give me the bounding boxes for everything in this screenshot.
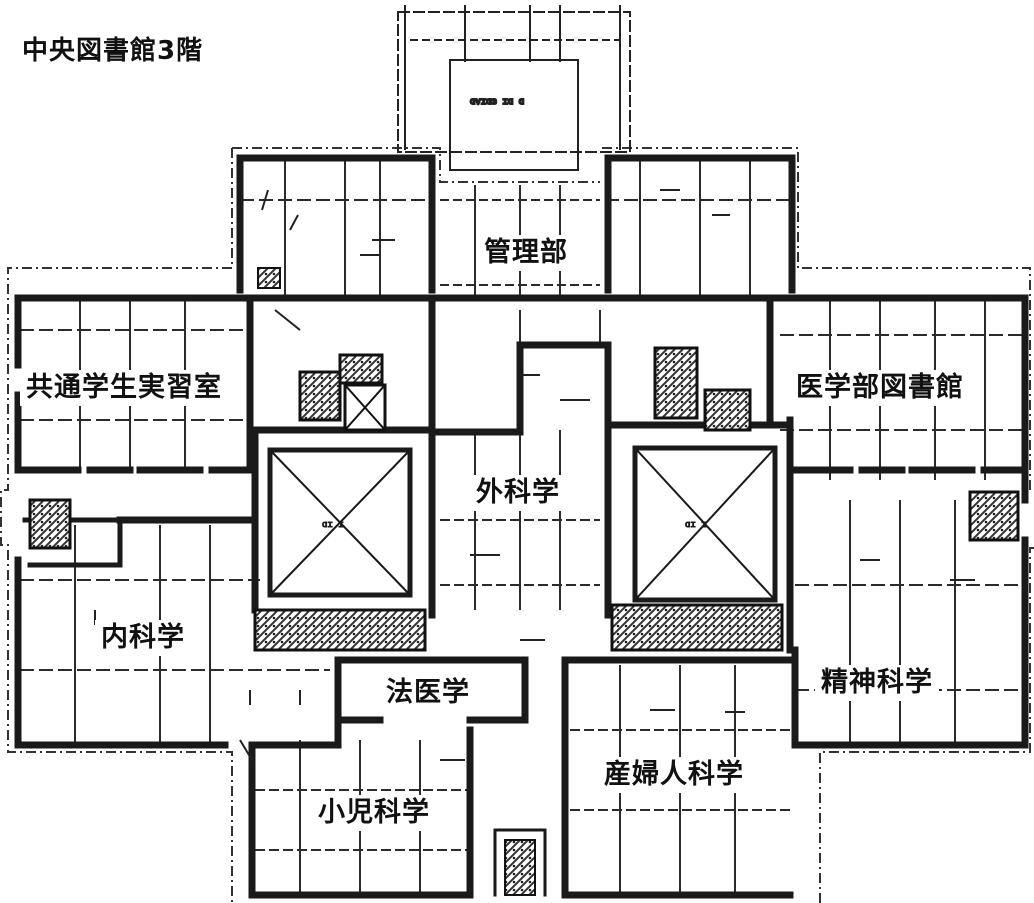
room-label-hoi: 法医学 [380,675,476,711]
svg-text:ɑɪ ɪ: ɑɪ ɪ [322,520,344,530]
atrium-right: ɑɪ ɪ [632,445,778,603]
room-label-shoni: 小児科学 [312,795,436,831]
room-label-kanri: 管理部 [478,235,574,271]
room-label-igakubu: 医学部図書館 [790,370,970,406]
room-label-geka: 外科学 [470,475,566,511]
room-label-sanfu: 産婦人科学 [598,757,750,793]
main-walls [14,154,1029,899]
svg-text:ɑɪ ɪ: ɑɪ ɪ [685,520,707,530]
map-title: 中央図書館3階 [22,36,204,66]
annex-illegible-text: ɑvɪɑɜ ɪɑ ɑ [470,97,524,107]
structural-grid [20,160,1025,895]
hatched-shafts [28,267,1020,896]
room-label-kyotsu: 共通学生実習室 [20,370,228,406]
room-label-naika: 内科学 [95,620,191,656]
room-label-seishin: 精神科学 [815,665,939,701]
detail-marks [94,189,975,761]
entrance-annex: ɑvɪɑɜ ɪɑ ɑ [397,5,631,171]
outer-boundary [0,147,1034,903]
atrium-left: ɑɪ ɪ [267,447,413,598]
